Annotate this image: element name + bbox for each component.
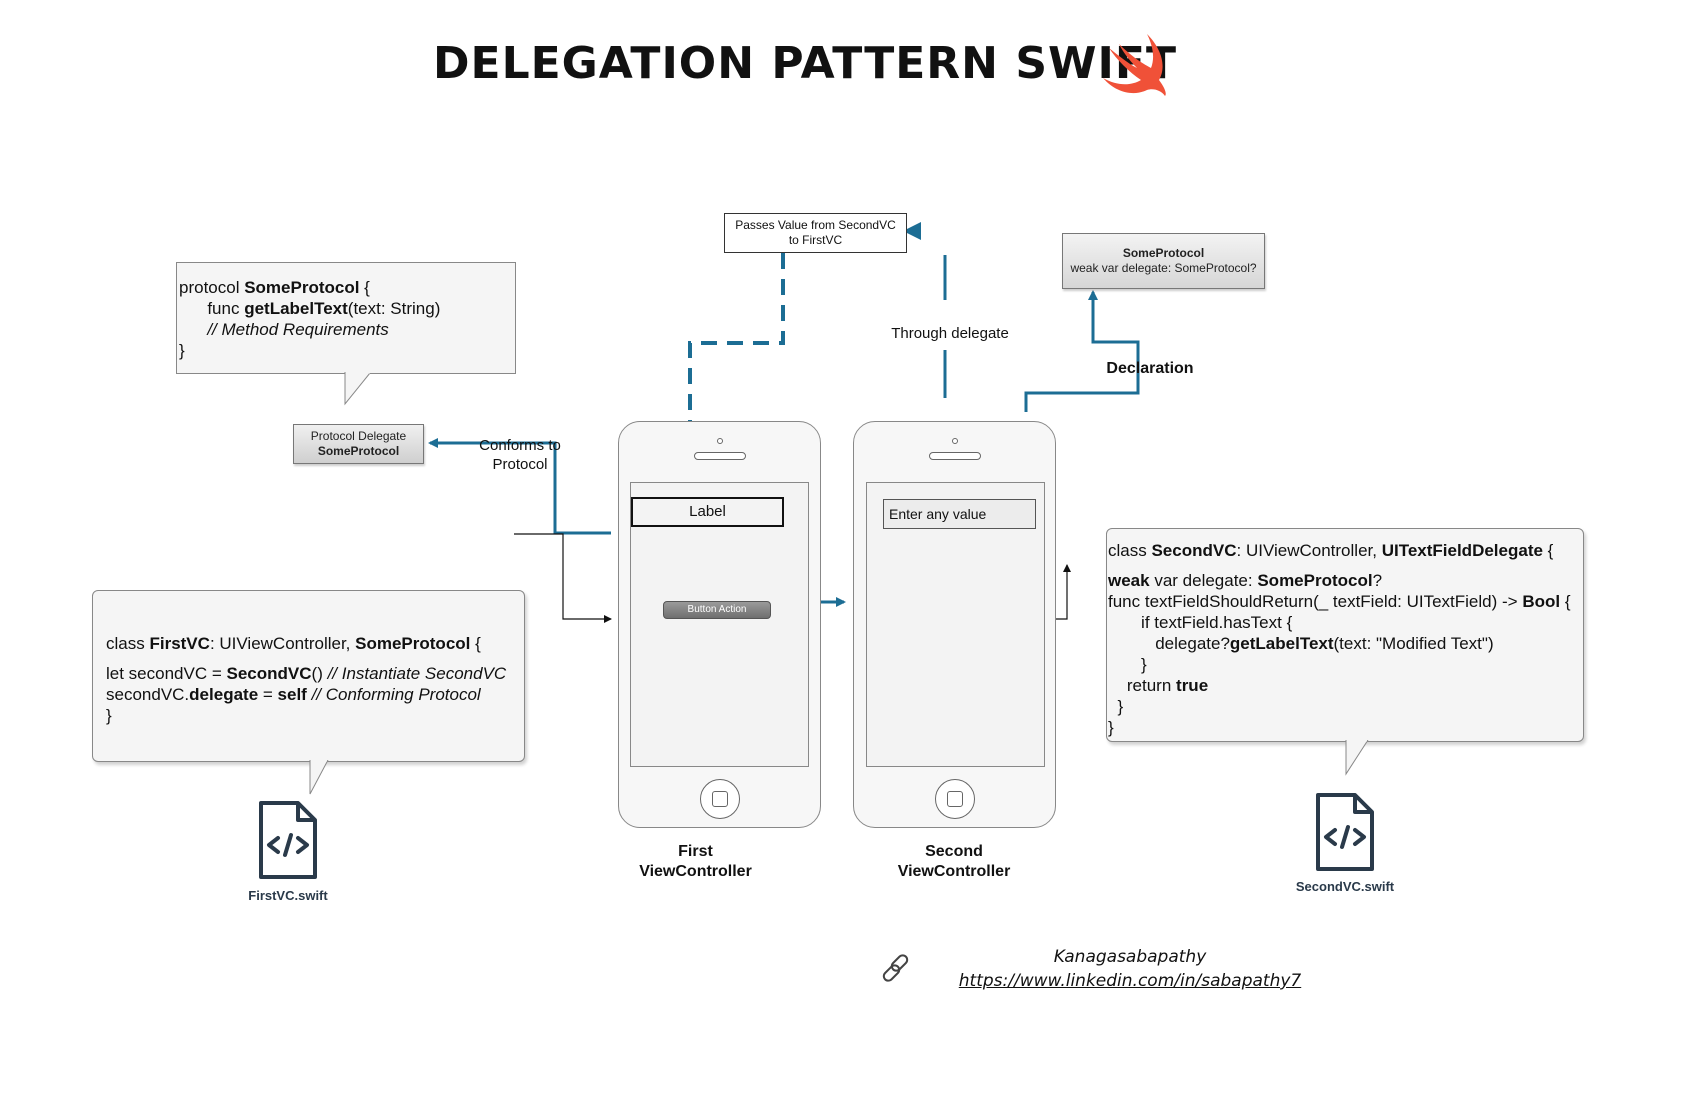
diagram-title: DELEGATION PATTERN SWIFT: [433, 38, 1177, 89]
bubble-tail: [1345, 740, 1369, 776]
first-label: Label: [631, 497, 784, 527]
camera-icon: [717, 438, 723, 444]
declaration-label: Declaration: [1106, 360, 1194, 377]
code-line: func getLabelText(text: String): [179, 299, 441, 318]
firstvc-file-name: FirstVC.swift: [248, 888, 328, 903]
code-line: }: [1108, 697, 1124, 716]
swift-file-icon: [259, 801, 317, 879]
swift-file-icon: [1316, 793, 1374, 871]
code-line: }: [106, 706, 112, 725]
code-line: protocol SomeProtocol {: [179, 278, 370, 297]
author-name: Kanagasabapathy: [1053, 947, 1207, 967]
first-screen: Label Button Action: [630, 482, 809, 767]
home-button-icon: [700, 779, 740, 819]
someprotocol-declaration-box: SomeProtocol weak var delegate: SomeProt…: [1062, 233, 1265, 289]
first-viewcontroller-phone: Label Button Action: [618, 421, 821, 828]
code-line: class FirstVC: UIViewController, SomePro…: [106, 634, 481, 653]
speaker-icon: [694, 452, 746, 460]
author-credit: Kanagasabapathy https://www.linkedin.com…: [900, 945, 1360, 993]
camera-icon: [952, 438, 958, 444]
firstvc-code-bubble: class FirstVC: UIViewController, SomePro…: [92, 590, 525, 762]
passes-value-arrow: [685, 253, 785, 490]
code-line: delegate?getLabelText(text: "Modified Te…: [1108, 634, 1494, 653]
secondvc-file-name: SecondVC.swift: [1295, 879, 1395, 894]
protocol-delegate-name: SomeProtocol: [317, 444, 400, 458]
first-phone-caption: First ViewController: [639, 843, 752, 880]
protocol-code-bubble: protocol SomeProtocol { func getLabelTex…: [176, 262, 516, 374]
protocol-delegate-title: Protocol Delegate: [310, 429, 407, 443]
code-line: return true: [1108, 676, 1209, 695]
bubble-tail: [309, 760, 329, 795]
conforms-to-label: Conforms to Protocol: [479, 437, 561, 473]
code-line: func textFieldShouldReturn(_ textField: …: [1108, 592, 1571, 611]
home-button-icon: [935, 779, 975, 819]
code-line: class SecondVC: UIViewController, UIText…: [1108, 541, 1554, 560]
code-line: secondVC.delegate = self // Conforming P…: [106, 685, 481, 704]
speaker-icon: [929, 452, 981, 460]
link-icon: [882, 954, 909, 982]
protocol-delegate-box: Protocol Delegate SomeProtocol: [293, 424, 424, 464]
through-delegate-label: Through delegate: [891, 325, 1009, 342]
swift-logo-icon: [1103, 34, 1166, 96]
code-line: let secondVC = SecondVC() // Instantiate…: [106, 664, 507, 683]
bubble-tail: [344, 372, 371, 406]
code-line: }: [179, 341, 185, 360]
code-line: }: [1108, 718, 1114, 737]
enter-value-field[interactable]: Enter any value: [883, 499, 1036, 529]
button-action[interactable]: Button Action: [663, 601, 771, 619]
thin-connector-left: [514, 533, 612, 623]
second-viewcontroller-phone: Enter any value: [853, 421, 1056, 828]
conforms-arrow: [428, 438, 611, 535]
code-line: weak var delegate: SomeProtocol?: [1108, 571, 1383, 590]
passes-value-box: Passes Value from SecondVC to FirstVC: [724, 213, 907, 253]
code-line: }: [1108, 655, 1147, 674]
secondvc-code-bubble: class SecondVC: UIViewController, UIText…: [1106, 528, 1584, 742]
code-line: if textField.hasText {: [1108, 613, 1293, 632]
author-url-link[interactable]: https://www.linkedin.com/in/sabapathy7: [958, 971, 1302, 991]
code-comment: // Method Requirements: [179, 320, 389, 339]
second-phone-caption: Second ViewController: [897, 843, 1011, 880]
second-screen: Enter any value: [866, 482, 1045, 767]
declaration-arrow: [1024, 290, 1140, 412]
through-delegate-arrowhead: [903, 222, 921, 240]
